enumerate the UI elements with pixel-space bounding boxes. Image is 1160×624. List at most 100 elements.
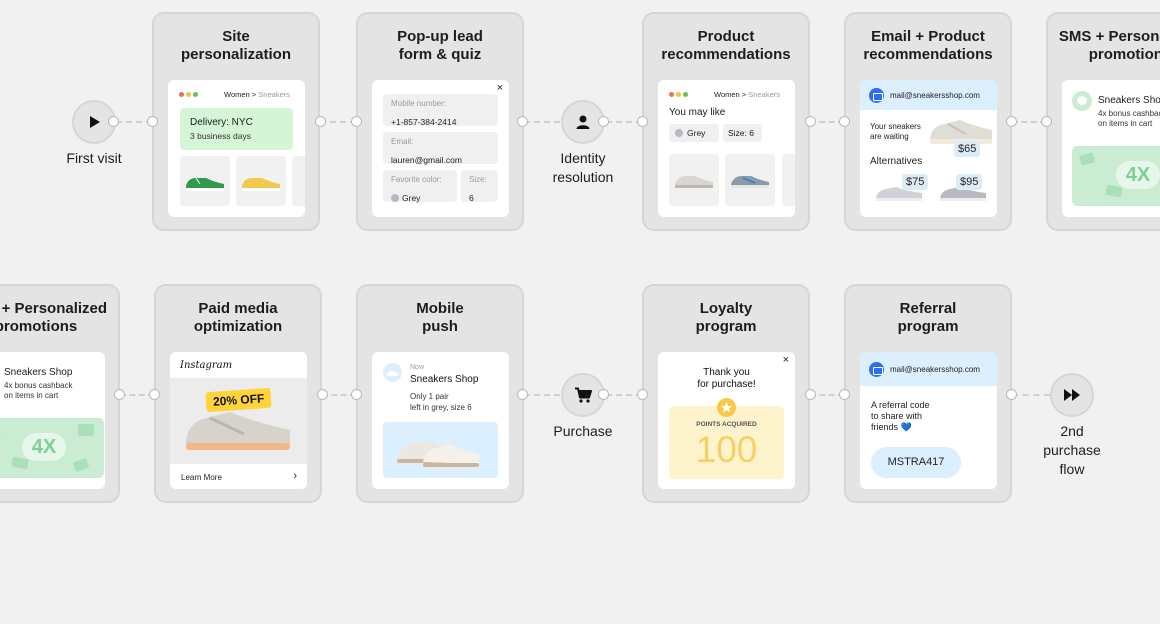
size-chip[interactable]: Size: 6 [723, 124, 762, 142]
product-recommendations-card: Product recommendations Women > Sneakers… [642, 12, 810, 231]
card-title: Mobile push [416, 300, 464, 335]
field-value: Grey [402, 193, 421, 203]
size-select[interactable]: Size: 6 [461, 170, 498, 203]
site-personalization-card: Site personalization Women > Sneakers De… [152, 12, 320, 231]
connector-dot [351, 389, 362, 400]
chat-icon [1072, 91, 1092, 111]
popup-lead-form-card: Pop-up lead form & quiz × Mobile number:… [356, 12, 524, 231]
email-mockup: mail@sneakersshop.com Your sneakers are … [860, 80, 997, 217]
push-sender: Sneakers Shop [410, 374, 479, 385]
multiplier-badge: 4X [22, 433, 66, 461]
window-dot [669, 92, 674, 97]
push-image[interactable] [383, 422, 498, 478]
mobile-number-field[interactable]: Mobile number: +1-857-384-2414 [383, 94, 498, 127]
points-value: 100 [695, 429, 758, 470]
connector-dot [598, 389, 609, 400]
color-swatch [675, 129, 683, 137]
connector-dot [108, 116, 119, 127]
color-chip[interactable]: Grey [669, 124, 719, 142]
connector-dot [637, 389, 648, 400]
instagram-logo: Instagram [180, 360, 233, 371]
breadcrumb-item[interactable]: Sneakers [748, 90, 780, 99]
favorite-color-select[interactable]: Favorite color: Grey [383, 170, 457, 203]
ad-image[interactable]: 20% OFF [170, 378, 307, 464]
window-dot [683, 92, 688, 97]
referral-message: A referral code to share with friends 💙 [871, 400, 930, 432]
cashback-banner: 4X [0, 418, 104, 478]
field-label: Size: [469, 175, 487, 184]
site-mockup: Women > Sneakers Delivery: NYC 3 busines… [168, 80, 305, 217]
card-title: SMS + Personalized promotions [0, 300, 108, 335]
chip-label: Grey [687, 128, 706, 138]
window-dot [186, 92, 191, 97]
breadcrumb-item[interactable]: Women [224, 90, 250, 99]
email-field[interactable]: Email: lauren@gmail.com [383, 132, 498, 165]
field-label: Mobile number: [391, 99, 447, 108]
fast-forward-icon [1064, 389, 1080, 401]
delivery-banner: Delivery: NYC 3 business days [180, 108, 293, 150]
connector [116, 121, 152, 123]
connector-dot [1041, 116, 1052, 127]
yellow-sneaker-image [242, 178, 280, 191]
price-badge: $95 [956, 174, 983, 190]
chevron-right-icon[interactable]: › [293, 470, 297, 482]
field-label: Email: [391, 137, 414, 146]
connector-dot [839, 116, 850, 127]
email-header: mail@sneakersshop.com [860, 80, 997, 110]
connector-dot [805, 116, 816, 127]
connector [810, 394, 844, 396]
card-title: Site personalization [180, 28, 292, 63]
connector-dot [637, 116, 648, 127]
sms-promotions-card: SMS + Personalized promotions Sneakers S… [1046, 12, 1160, 231]
product-tile[interactable] [669, 154, 719, 206]
paid-media-card: Paid media optimization Instagram 20% OF… [154, 284, 322, 503]
cashback-banner: 4X [1072, 146, 1160, 206]
loyalty-program-card: Loyalty program × Thank you for purchase… [642, 284, 810, 503]
connector-dot [839, 389, 850, 400]
connector-dot [114, 389, 125, 400]
product-tile[interactable] [180, 156, 230, 206]
learn-more-link[interactable]: Learn More [181, 473, 222, 482]
sneakers-pair-image [397, 440, 479, 467]
alternative-sneaker-image [940, 187, 986, 201]
connector [606, 394, 642, 396]
product-tile[interactable] [292, 156, 305, 206]
window-dot [676, 92, 681, 97]
breadcrumb-item[interactable]: Women [714, 90, 740, 99]
breadcrumb-item[interactable]: Sneakers [258, 90, 290, 99]
card-title: Referral program [897, 300, 959, 335]
referral-code[interactable]: MSTRA417 [871, 447, 961, 478]
price-badge: $65 [954, 141, 981, 157]
email-icon [869, 88, 884, 103]
connector [1012, 121, 1046, 123]
connector [320, 121, 356, 123]
running-shoe-image [186, 412, 290, 450]
close-icon[interactable]: × [782, 354, 789, 366]
connector [810, 121, 844, 123]
close-icon[interactable]: × [496, 82, 503, 94]
grey-sneaker-image [675, 176, 713, 188]
push-body: Only 1 pair left in grey, size 6 [410, 392, 472, 412]
product-tile[interactable] [236, 156, 286, 206]
field-value: +1-857-384-2414 [391, 117, 457, 127]
green-sneaker-image [186, 177, 224, 191]
referral-email-mockup: mail@sneakersshop.com A referral code to… [860, 352, 997, 489]
field-value: 6 [469, 193, 474, 203]
price-badge: $75 [902, 174, 929, 190]
points-panel: POINTS ACQUIRED 100 [669, 398, 784, 479]
connector [120, 394, 154, 396]
field-label: Favorite color: [391, 175, 442, 184]
breadcrumb-separator: > [741, 90, 747, 99]
connector-dot [351, 116, 362, 127]
card-title: Email + Product recommendations [863, 28, 993, 63]
play-icon [90, 116, 100, 128]
product-tile[interactable] [725, 154, 775, 206]
product-tile[interactable] [782, 154, 795, 206]
card-title: SMS + Personalized promotions [1058, 28, 1160, 63]
connector-dot [149, 389, 160, 400]
card-title: Paid media optimization [193, 300, 283, 335]
blue-sneaker-image [731, 176, 769, 188]
breadcrumb-separator: > [251, 90, 257, 99]
sms-promotions-card: SMS + Personalized promotions Sneakers S… [0, 284, 120, 503]
